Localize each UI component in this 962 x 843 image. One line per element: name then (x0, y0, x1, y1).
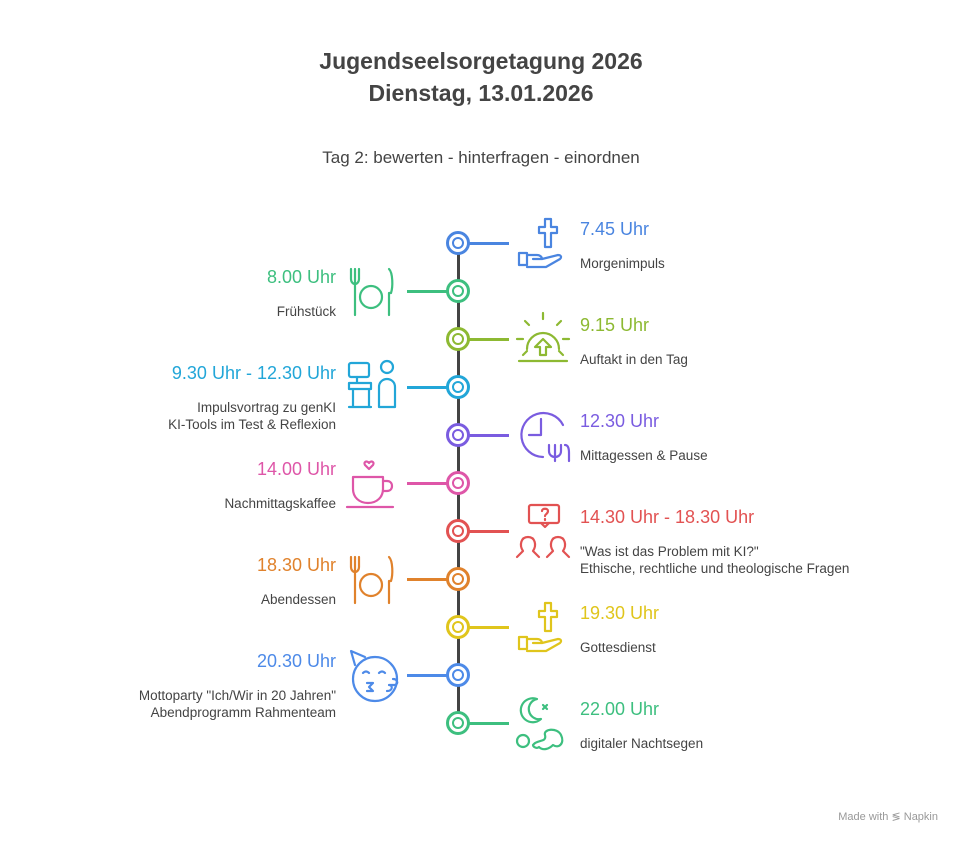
cross-hand-icon (513, 213, 573, 273)
event-time: 19.30 Uhr (580, 603, 660, 623)
brand-label: Napkin (903, 811, 938, 823)
event-description: "Was ist das Problem mit KI?" Ethische, … (580, 544, 850, 576)
moon-sleep-icon (513, 693, 573, 753)
connector-line (407, 578, 447, 581)
title-line-2: Dienstag, 13.01.2026 (368, 80, 594, 106)
cross-hand-icon (513, 597, 573, 657)
event-description: digitaler Nachtsegen (580, 736, 704, 751)
connector-line (469, 242, 509, 245)
connector-line (407, 386, 447, 389)
timeline-node (446, 471, 470, 495)
connector-line (469, 434, 509, 437)
event-time: 14.00 Uhr (256, 459, 336, 479)
connector-line (469, 626, 509, 629)
event-time: 9.30 Uhr - 12.30 Uhr (171, 363, 336, 383)
timeline-node (446, 567, 470, 591)
timeline-node (446, 231, 470, 255)
event-description: Abendessen (260, 592, 336, 607)
event-time: 20.30 Uhr (256, 651, 336, 671)
timeline-node (446, 423, 470, 447)
event-description: Nachmittagskaffee (224, 496, 336, 511)
sunrise-icon (513, 309, 573, 369)
event-description: Auftakt in den Tag (580, 352, 688, 367)
timeline-node (446, 375, 470, 399)
event-time: 12.30 Uhr (580, 411, 660, 431)
timeline-node (446, 279, 470, 303)
title-line-1: Jugendseelsorgetagung 2026 (319, 48, 643, 74)
connector-line (469, 530, 509, 533)
connector-line (407, 290, 447, 293)
plate-cutlery-icon (343, 261, 403, 321)
timeline-node (446, 615, 470, 639)
timeline-node (446, 327, 470, 351)
party-face-icon (343, 645, 403, 705)
event-description: Mittagessen & Pause (580, 448, 708, 463)
clock-fork-icon (513, 405, 573, 465)
event-description: Gottesdienst (580, 640, 656, 655)
event-time: 14.30 Uhr - 18.30 Uhr (580, 507, 755, 527)
plate-cutlery-icon (343, 549, 403, 609)
coffee-cup-icon (343, 453, 403, 513)
event-time: 7.45 Uhr (580, 219, 650, 239)
event-description: Frühstück (276, 304, 336, 319)
timeline-node (446, 711, 470, 735)
connector-line (469, 722, 509, 725)
connector-line (407, 674, 447, 677)
made-with-label: Made with (838, 811, 889, 823)
event-description: Mottoparty "Ich/Wir in 20 Jahren" Abendp… (138, 688, 336, 720)
timeline-node (446, 663, 470, 687)
discussion-icon (513, 501, 573, 561)
timeline-node (446, 519, 470, 543)
event-description: Impulsvortrag zu genKI KI-Tools im Test … (168, 400, 336, 432)
footer: Made with ≶ Napkin (838, 810, 938, 823)
napkin-logo-icon: ≶ (891, 811, 901, 823)
subtitle: Tag 2: bewerten - hinterfragen - einordn… (322, 148, 640, 167)
connector-line (407, 482, 447, 485)
presenter-icon (343, 357, 403, 417)
event-time: 22.00 Uhr (580, 699, 660, 719)
event-time: 9.15 Uhr (580, 315, 650, 335)
connector-line (469, 338, 509, 341)
event-time: 8.00 Uhr (266, 267, 336, 287)
event-description: Morgenimpuls (580, 256, 665, 271)
event-time: 18.30 Uhr (256, 555, 336, 575)
